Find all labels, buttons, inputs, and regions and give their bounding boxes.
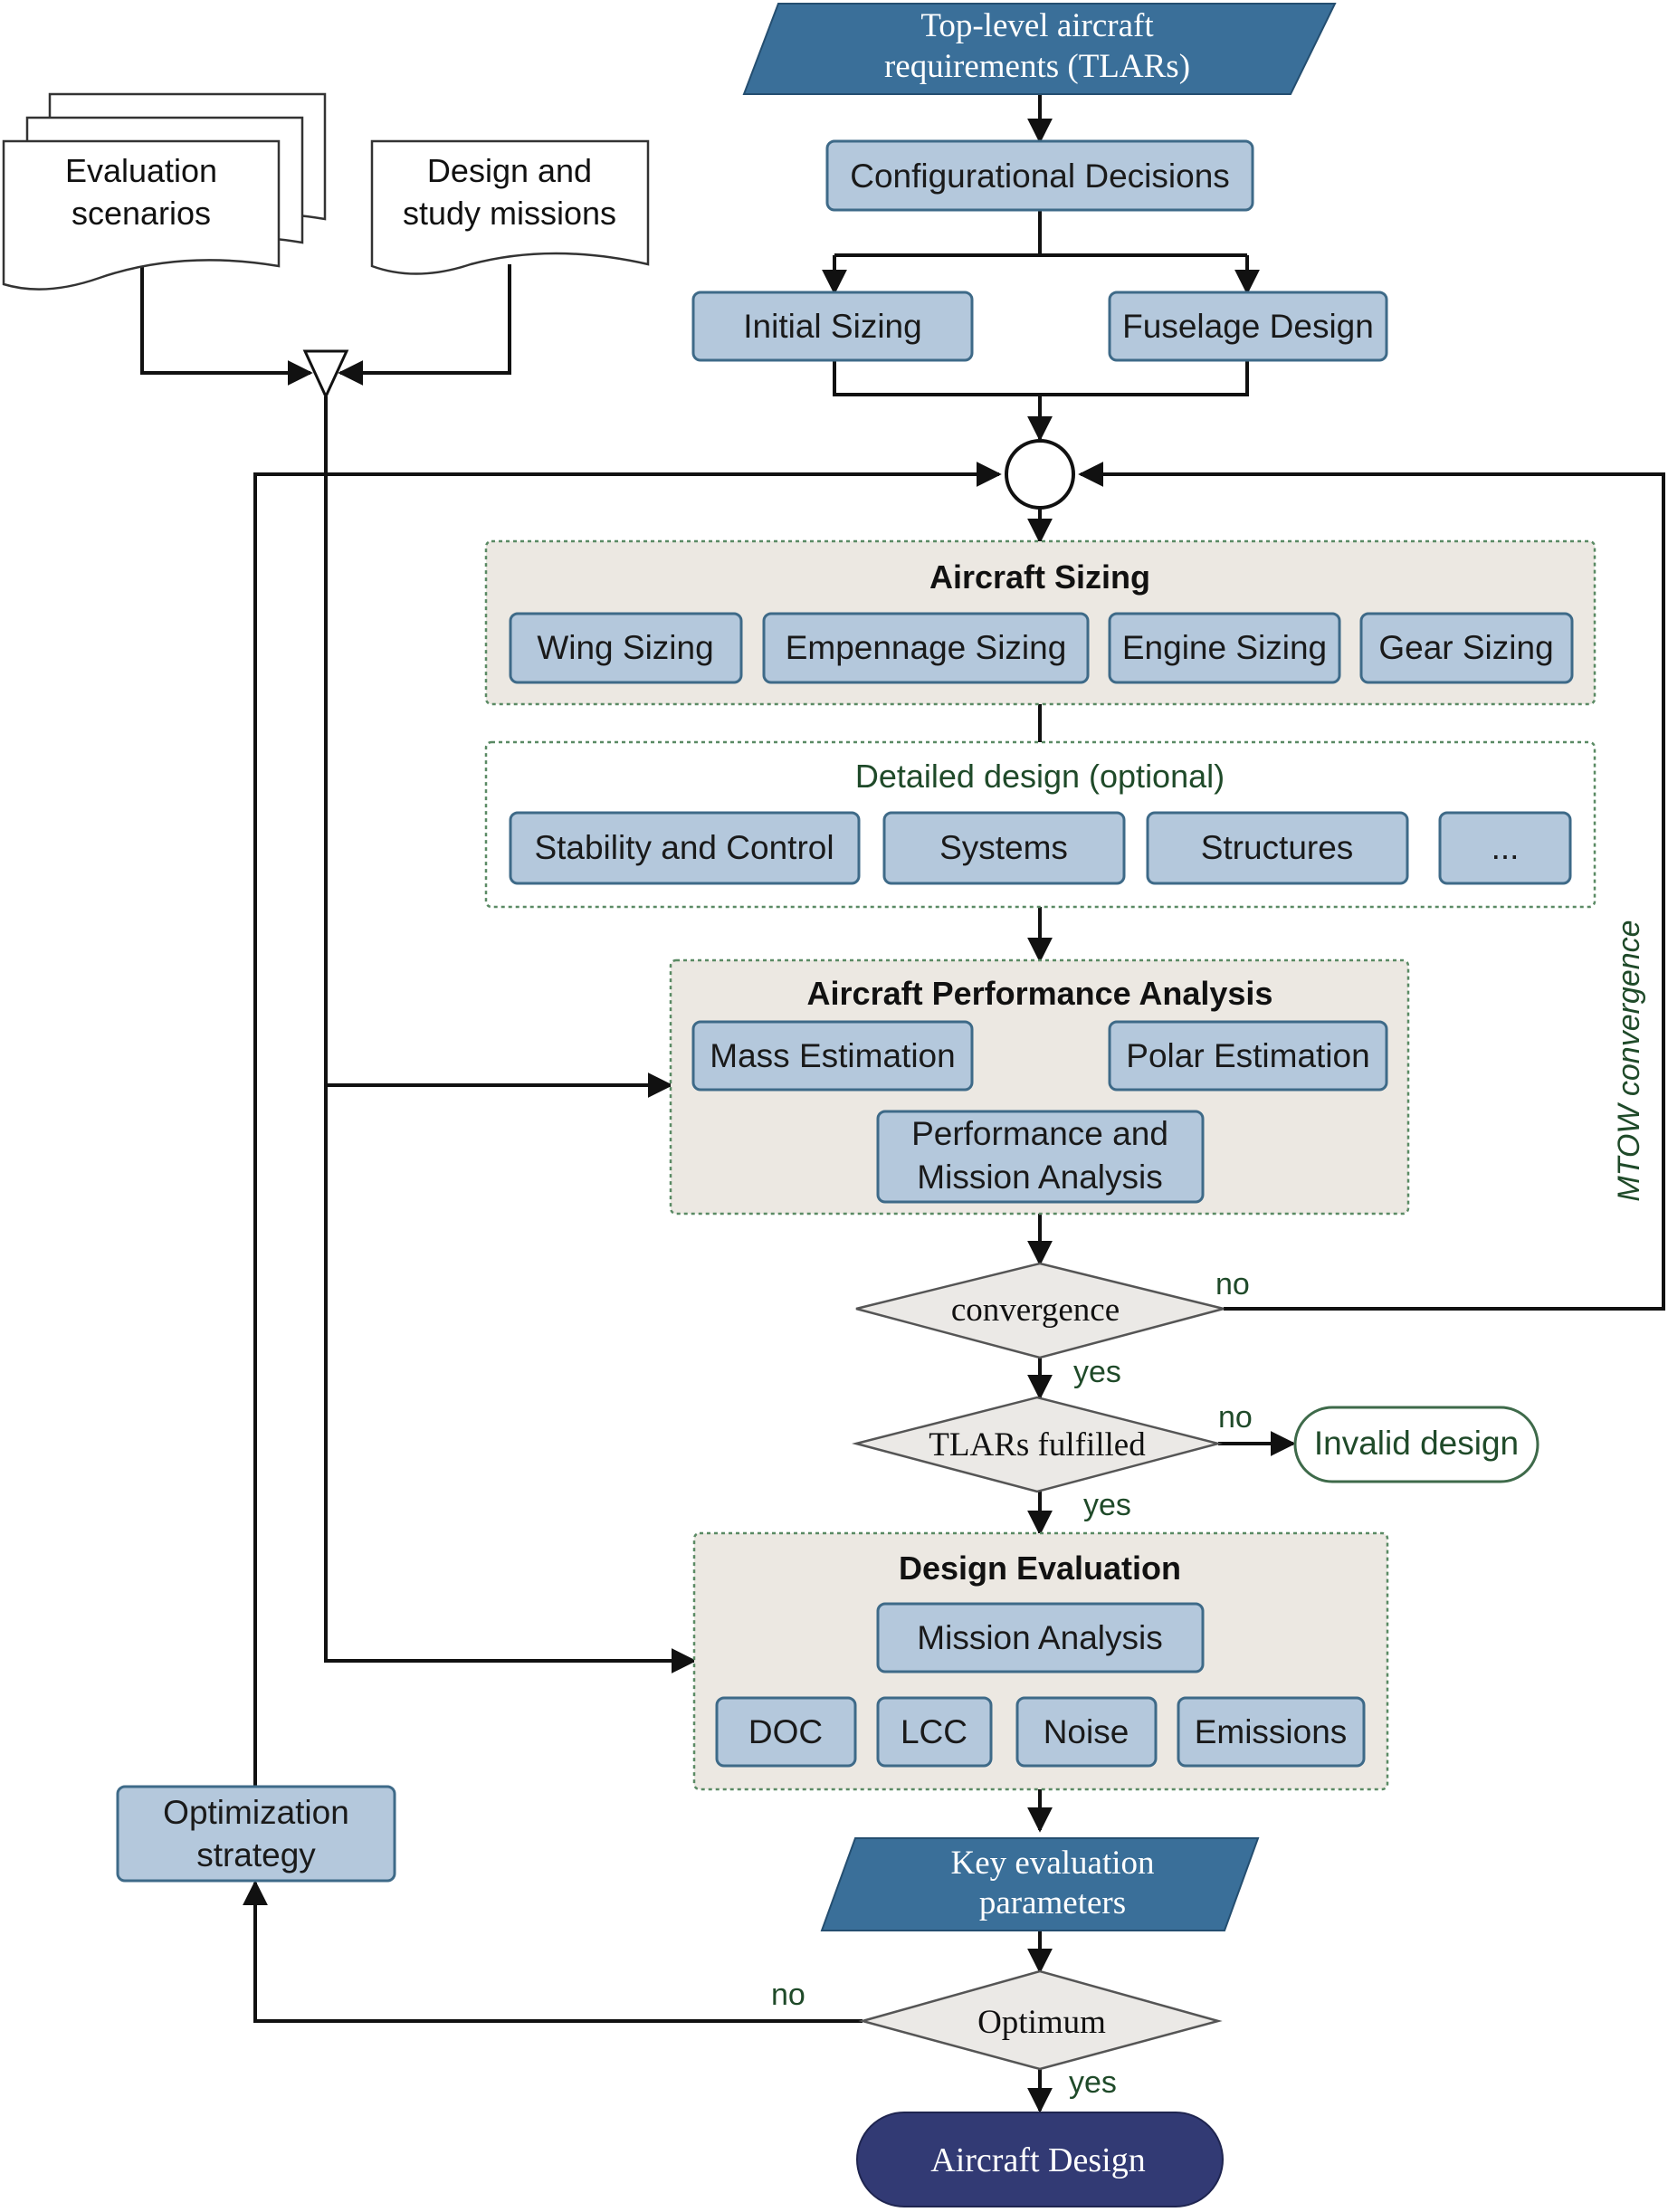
optimum-decision: Optimum xyxy=(858,1969,1223,2071)
no-convergence-label: no xyxy=(1215,1267,1250,1301)
performance-analysis-title: Aircraft Performance Analysis xyxy=(807,975,1273,1012)
invalid-design-terminal: Invalid design xyxy=(1293,1406,1539,1483)
polar-estimation-label: Polar Estimation xyxy=(1126,1037,1369,1074)
optimization-strategy-label-2: strategy xyxy=(196,1836,316,1874)
design-missions-document: Design and study missions xyxy=(370,139,650,275)
empennage-sizing-label: Empennage Sizing xyxy=(786,629,1067,666)
design-missions-label-2: study missions xyxy=(403,195,616,232)
noise-label: Noise xyxy=(1044,1713,1129,1750)
doc-label: DOC xyxy=(748,1713,823,1750)
design-evaluation-group: Design Evaluation Mission Analysis DOC L… xyxy=(692,1531,1389,1791)
line-mtow-loop xyxy=(1078,462,1665,1311)
no-tlars-label: no xyxy=(1218,1400,1253,1435)
mtow-convergence-label: MTOW convergence xyxy=(1612,920,1646,1201)
convergence-label: convergence xyxy=(951,1292,1120,1329)
wing-sizing-label: Wing Sizing xyxy=(537,629,713,666)
tlars-fulfilled-label: TLARs fulfilled xyxy=(929,1426,1146,1464)
evaluation-scenarios-label-2: scenarios xyxy=(71,195,211,232)
performance-analysis-group: Aircraft Performance Analysis Mass Estim… xyxy=(669,958,1410,1216)
systems-label: Systems xyxy=(939,829,1068,866)
design-evaluation-title: Design Evaluation xyxy=(899,1549,1181,1587)
evaluation-scenarios-stack: Evaluation scenarios xyxy=(2,92,327,291)
detailed-design-title: Detailed design (optional) xyxy=(855,758,1225,795)
line-missions-to-evaluation xyxy=(324,396,697,1673)
aircraft-sizing-group: Aircraft Sizing Wing Sizing Empennage Si… xyxy=(484,539,1597,706)
yes-tlars-label: yes xyxy=(1083,1488,1131,1522)
line-optimum-no xyxy=(243,1880,863,2023)
line-optimization-loop xyxy=(253,462,1002,1787)
initial-sizing-label: Initial Sizing xyxy=(743,308,921,345)
structures-label: Structures xyxy=(1201,829,1354,866)
stability-control-label: Stability and Control xyxy=(534,829,834,866)
aircraft-sizing-title: Aircraft Sizing xyxy=(929,558,1150,596)
aircraft-design-terminal: Aircraft Design xyxy=(856,2112,1224,2207)
convergence-decision: convergence xyxy=(855,1262,1225,1359)
optimization-strategy-label: Optimization xyxy=(163,1794,349,1831)
tlars-label: Top-level aircraft xyxy=(920,7,1154,44)
tlars-input: Top-level aircraft requirements (TLARs) xyxy=(742,3,1337,95)
line-design-missions-down xyxy=(338,264,511,386)
initial-sizing-box: Initial Sizing xyxy=(691,291,974,362)
configurational-decisions-label: Configurational Decisions xyxy=(850,157,1230,195)
yes-optimum-label: yes xyxy=(1069,2065,1117,2100)
mass-estimation-label: Mass Estimation xyxy=(710,1037,955,1074)
design-missions-label: Design and xyxy=(427,152,592,189)
yes-convergence-label: yes xyxy=(1073,1355,1121,1389)
line-sizing-join xyxy=(833,360,1249,439)
key-params-output: Key evaluation parameters xyxy=(820,1837,1260,1931)
line-eval-scenarios-down xyxy=(140,261,313,386)
optimum-label: Optimum xyxy=(977,2004,1106,2041)
merge-circle xyxy=(1005,439,1075,510)
no-optimum-label: no xyxy=(771,1978,805,2012)
performance-mission-label: Performance and xyxy=(911,1115,1168,1152)
aircraft-design-label: Aircraft Design xyxy=(930,2141,1145,2179)
merge-triangle xyxy=(302,349,349,400)
lcc-label: LCC xyxy=(901,1713,967,1750)
optimization-strategy-box: Optimization strategy xyxy=(116,1785,396,1883)
key-params-label-2: parameters xyxy=(979,1884,1126,1921)
tlars-label-2: requirements (TLARs) xyxy=(884,48,1190,85)
performance-mission-label-2: Mission Analysis xyxy=(917,1158,1162,1196)
fuselage-design-box: Fuselage Design xyxy=(1108,291,1388,362)
invalid-design-label: Invalid design xyxy=(1314,1425,1519,1462)
evaluation-scenarios-label: Evaluation xyxy=(65,152,217,189)
tlars-fulfilled-decision: TLARs fulfilled xyxy=(852,1396,1223,1493)
more-items-label: ... xyxy=(1492,829,1520,866)
fuselage-design-label: Fuselage Design xyxy=(1122,308,1374,345)
emissions-label: Emissions xyxy=(1195,1713,1348,1750)
gear-sizing-label: Gear Sizing xyxy=(1378,629,1553,666)
line-config-split xyxy=(834,210,1247,257)
key-params-label: Key evaluation xyxy=(951,1845,1155,1882)
detailed-design-group: Detailed design (optional) Stability and… xyxy=(484,740,1597,909)
engine-sizing-label: Engine Sizing xyxy=(1122,629,1327,666)
mission-analysis-label: Mission Analysis xyxy=(917,1619,1162,1656)
configurational-decisions-box: Configurational Decisions xyxy=(825,139,1254,212)
